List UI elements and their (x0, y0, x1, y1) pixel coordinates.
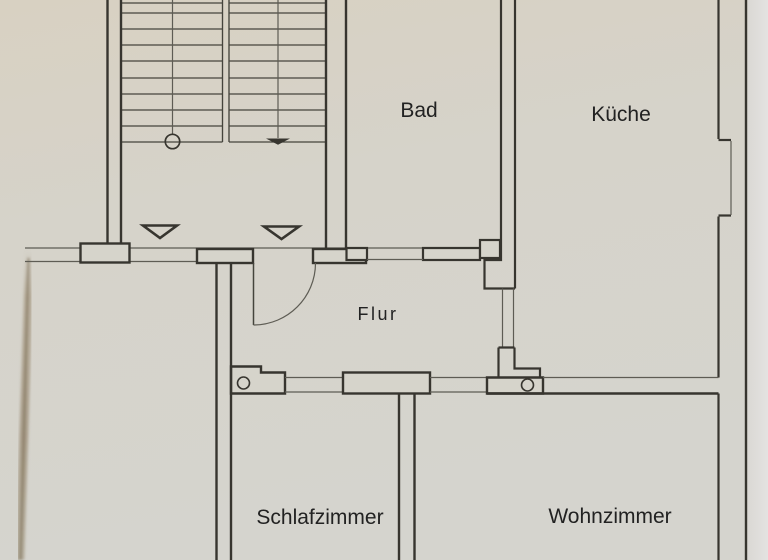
room-kueche-walls (483, 0, 748, 560)
room-label-kueche: Küche (591, 103, 651, 126)
room-label-bad: Bad (400, 99, 437, 122)
door-swing-arc (253, 262, 317, 326)
room-label-wohnzimmer: Wohnzimmer (548, 505, 671, 528)
left-paper-edge-shadow (15, 249, 34, 560)
kueche-west-wall-lower (497, 346, 542, 378)
kueche-window (718, 138, 732, 217)
kueche-door-opening (501, 288, 515, 348)
schlafzimmer-door-opening (285, 376, 343, 393)
room-wohnzimmer-walls (397, 393, 416, 560)
wall-segment (345, 246, 369, 262)
door-arrow-icon (259, 225, 304, 241)
flur-south-wall (229, 365, 719, 395)
wall-pier (195, 247, 255, 265)
staircase-walls (106, 0, 348, 249)
pipe-circle-icon (520, 378, 535, 392)
door-arrow-icon (139, 224, 181, 240)
right-paper-margin (747, 0, 768, 560)
wall-segment (421, 246, 482, 262)
room-labels: Bad Küche Flur Schlafzimmer Wohnzimmer (256, 99, 671, 529)
wall-pier (341, 371, 432, 395)
room-bad-walls (345, 238, 502, 262)
paper-edge-core (19, 257, 30, 560)
apartment-entrance-door (252, 262, 317, 326)
duct-box (478, 238, 502, 260)
kueche-west-wall (483, 0, 517, 290)
wall-pier-with-pipe (485, 376, 545, 395)
staircase (121, 0, 326, 150)
wall-pier (79, 242, 131, 264)
stair-direction-arrow-icon (266, 138, 290, 145)
stair-center-rails (221, 0, 230, 142)
stair-start-circle-icon (164, 133, 181, 150)
room-schlafzimmer-walls (215, 263, 233, 560)
stair-steps-left-flight (121, 2, 223, 143)
kueche-east-wall (717, 0, 748, 560)
wohnzimmer-door-opening (430, 376, 487, 393)
pipe-circle-icon (236, 376, 251, 390)
room-label-schlafzimmer: Schlafzimmer (256, 506, 383, 529)
room-label-flur: Flur (358, 304, 399, 324)
